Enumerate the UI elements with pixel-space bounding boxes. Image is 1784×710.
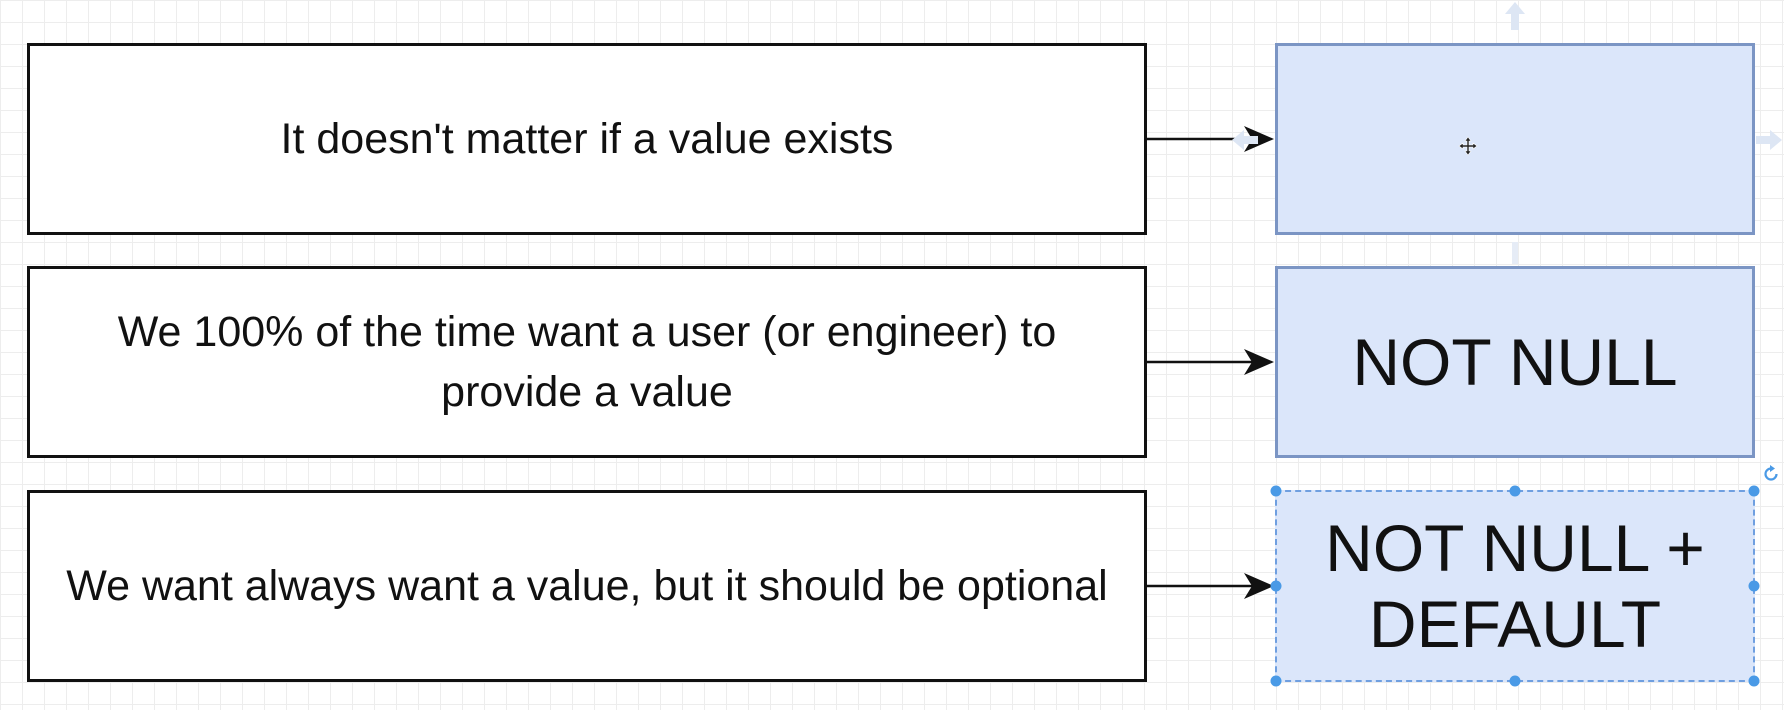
arrow-row-3[interactable]	[1147, 573, 1274, 599]
condition-text-2: We 100% of the time want a user (or engi…	[117, 308, 1057, 416]
condition-box-2[interactable]: We 100% of the time want a user (or engi…	[27, 266, 1147, 458]
resize-handle-top-center[interactable]	[1509, 485, 1521, 497]
hover-connect-arrow-up-icon[interactable]	[1500, 0, 1530, 32]
condition-text-1: It doesn't matter if a value exists	[280, 115, 894, 163]
move-cursor-icon	[1458, 136, 1478, 156]
hover-connect-arrow-left-icon[interactable]	[1230, 126, 1260, 154]
resize-handle-bottom-right[interactable]	[1748, 675, 1760, 687]
rotate-handle-icon[interactable]	[1761, 464, 1781, 484]
condition-text-3: We want always want a value, but it shou…	[66, 562, 1108, 610]
resize-handle-top-right[interactable]	[1748, 485, 1760, 497]
condition-box-1[interactable]: It doesn't matter if a value exists	[27, 43, 1147, 235]
constraint-box-2[interactable]: NOT NULL	[1275, 266, 1755, 458]
resize-handle-middle-left[interactable]	[1270, 580, 1282, 592]
constraint-text-3: NOT NULL + DEFAULT	[1325, 511, 1705, 661]
constraint-box-3-selected[interactable]: NOT NULL + DEFAULT	[1275, 490, 1755, 682]
resize-handle-bottom-left[interactable]	[1270, 675, 1282, 687]
arrow-row-2[interactable]	[1147, 349, 1274, 375]
constraint-text-2: NOT NULL	[1352, 325, 1678, 399]
hover-connect-arrow-right-icon[interactable]	[1754, 126, 1784, 154]
condition-box-3[interactable]: We want always want a value, but it shou…	[27, 490, 1147, 682]
resize-handle-bottom-center[interactable]	[1509, 675, 1521, 687]
constraint-box-1[interactable]	[1275, 43, 1755, 235]
resize-handle-top-left[interactable]	[1270, 485, 1282, 497]
hover-connect-arrow-down-icon[interactable]	[1505, 240, 1525, 266]
resize-handle-middle-right[interactable]	[1748, 580, 1760, 592]
